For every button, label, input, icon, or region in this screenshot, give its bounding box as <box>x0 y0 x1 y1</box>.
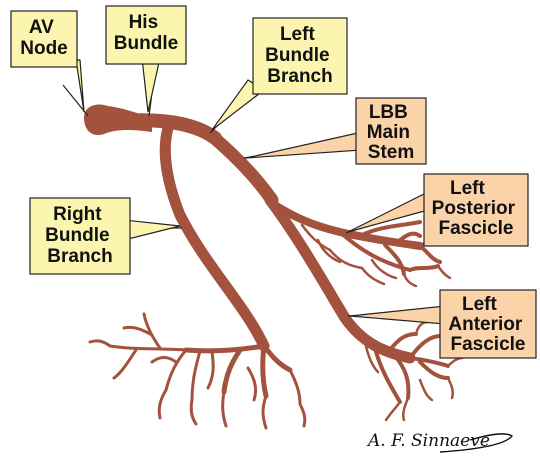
left-anterior-fascicle-line1: Left <box>462 294 498 315</box>
svg-text:Right Bundle Branc: Right Bundle Branch <box>45 204 115 267</box>
left-anterior-fascicle-line3: Fascicle <box>451 334 526 355</box>
av-node-line1: AV <box>29 17 54 38</box>
callout-right-bundle-branch: Right Bundle Branch <box>30 198 180 274</box>
svg-text:LBB Main Stem: LBB Main Stem <box>367 102 416 163</box>
left-anterior-fascicle-tail <box>350 306 445 324</box>
right-bundle-branch-line3: Branch <box>47 246 112 267</box>
right-bundle-branch-line2: Bundle <box>45 225 109 246</box>
right-bundle-branch-line1: Right <box>53 204 102 225</box>
his-bundle-line2: Bundle <box>114 33 178 54</box>
left-posterior-fascicle-line1: Left <box>450 178 486 199</box>
lbb-main-stem-path <box>212 136 272 200</box>
left-anterior-fascicle-line2: Anterior <box>448 314 523 335</box>
left-anterior-fascicle-path <box>270 200 410 358</box>
lbb-main-stem-line2: Main <box>367 122 410 143</box>
callout-left-bundle-branch: Left Bundle Branch <box>212 18 347 130</box>
author-signature: A. F. Sinnaeve <box>366 431 512 452</box>
left-posterior-fascicle-line2: Posterior <box>432 198 516 219</box>
left-posterior-fascicle-line3: Fascicle <box>439 218 514 239</box>
lbb-main-stem-tail <box>246 132 362 158</box>
right-network-fibers <box>90 314 305 428</box>
left-bundle-branch-line2: Bundle <box>265 45 329 66</box>
left-bundle-branch-line3: Branch <box>267 66 332 87</box>
anterior-fascicle-fibers <box>375 334 448 402</box>
left-bundle-branch-line1: Left <box>280 24 316 45</box>
callout-his-bundle: His Bundle <box>106 6 186 112</box>
signature-text: A. F. Sinnaeve <box>366 431 490 451</box>
right-bundle-branch-tail <box>124 220 180 240</box>
right-bundle-branch-path <box>165 128 264 346</box>
callout-lbb-main-stem: LBB Main Stem <box>246 98 426 164</box>
right-network-main <box>186 346 290 396</box>
lbb-main-stem-line1: LBB <box>369 102 408 123</box>
lbb-main-stem-line3: Stem <box>368 142 414 163</box>
av-node-tail <box>64 60 84 112</box>
his-bundle-line1: His <box>129 12 159 33</box>
av-node-line2: Node <box>20 38 68 59</box>
